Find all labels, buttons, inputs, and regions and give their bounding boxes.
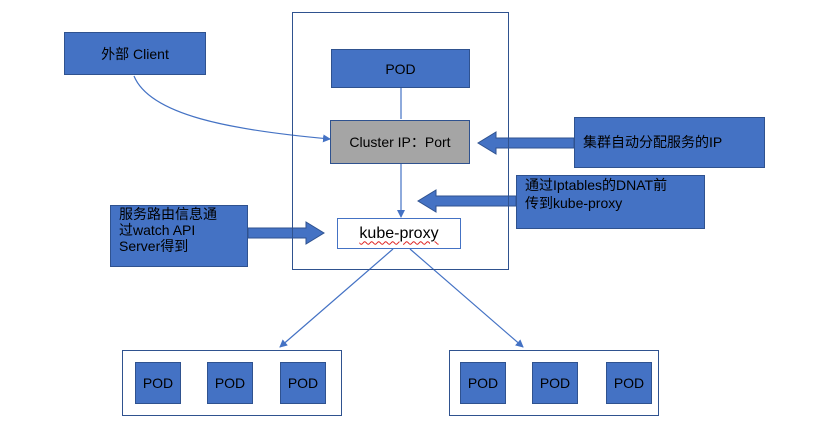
iptables-note-line2: 传到kube-proxy: [525, 195, 623, 211]
routing-note-box: 服务路由信息通 过watch API Server得到: [110, 205, 248, 267]
iptables-note-line1: 通过Iptables的DNAT前: [525, 177, 668, 193]
kube-proxy-box: kube-proxy: [337, 218, 461, 249]
pod-label: POD: [142, 375, 174, 391]
pod-box: POD: [606, 362, 652, 404]
kube-proxy-label: kube-proxy: [359, 224, 439, 242]
external-client-box: 外部 Client: [64, 32, 206, 75]
pod-label: POD: [613, 375, 645, 391]
routing-note-line1: 服务路由信息通: [119, 206, 217, 222]
pod-box: POD: [207, 362, 253, 404]
center-pod-label: POD: [385, 60, 416, 77]
left-pod-group: [122, 350, 342, 416]
node-frame: [292, 12, 509, 270]
cluster-ip-label: Cluster IP：Port: [349, 134, 451, 150]
iptables-note-box: 通过Iptables的DNAT前 传到kube-proxy: [516, 175, 705, 229]
routing-note-line2: 过watch API: [119, 222, 196, 238]
routing-block-arrow: [247, 221, 325, 245]
pod-label: POD: [214, 375, 246, 391]
pod-box: POD: [532, 362, 578, 404]
proxy-to-right-group-line: [409, 248, 524, 348]
pod-box: POD: [135, 362, 181, 404]
pod-box: POD: [280, 362, 326, 404]
proxy-to-left-group-line: [279, 248, 394, 348]
cluster-ip-note-label: 集群自动分配服务的IP: [583, 134, 723, 150]
pod-label: POD: [467, 375, 499, 391]
cluster-ip-block-arrow: [477, 131, 575, 155]
client-connector: [133, 75, 331, 143]
routing-note-line3: Server得到: [119, 238, 189, 254]
external-client-label: 外部 Client: [101, 45, 169, 62]
center-pod-box: POD: [331, 49, 470, 88]
pod-label: POD: [287, 375, 319, 391]
pod-label: POD: [539, 375, 571, 391]
cluster-ip-note-box: 集群自动分配服务的IP: [574, 117, 765, 168]
right-pod-group: [449, 350, 659, 416]
iptables-block-arrow: [417, 189, 517, 213]
pod-box: POD: [460, 362, 506, 404]
cluster-ip-box: Cluster IP：Port: [330, 120, 470, 164]
